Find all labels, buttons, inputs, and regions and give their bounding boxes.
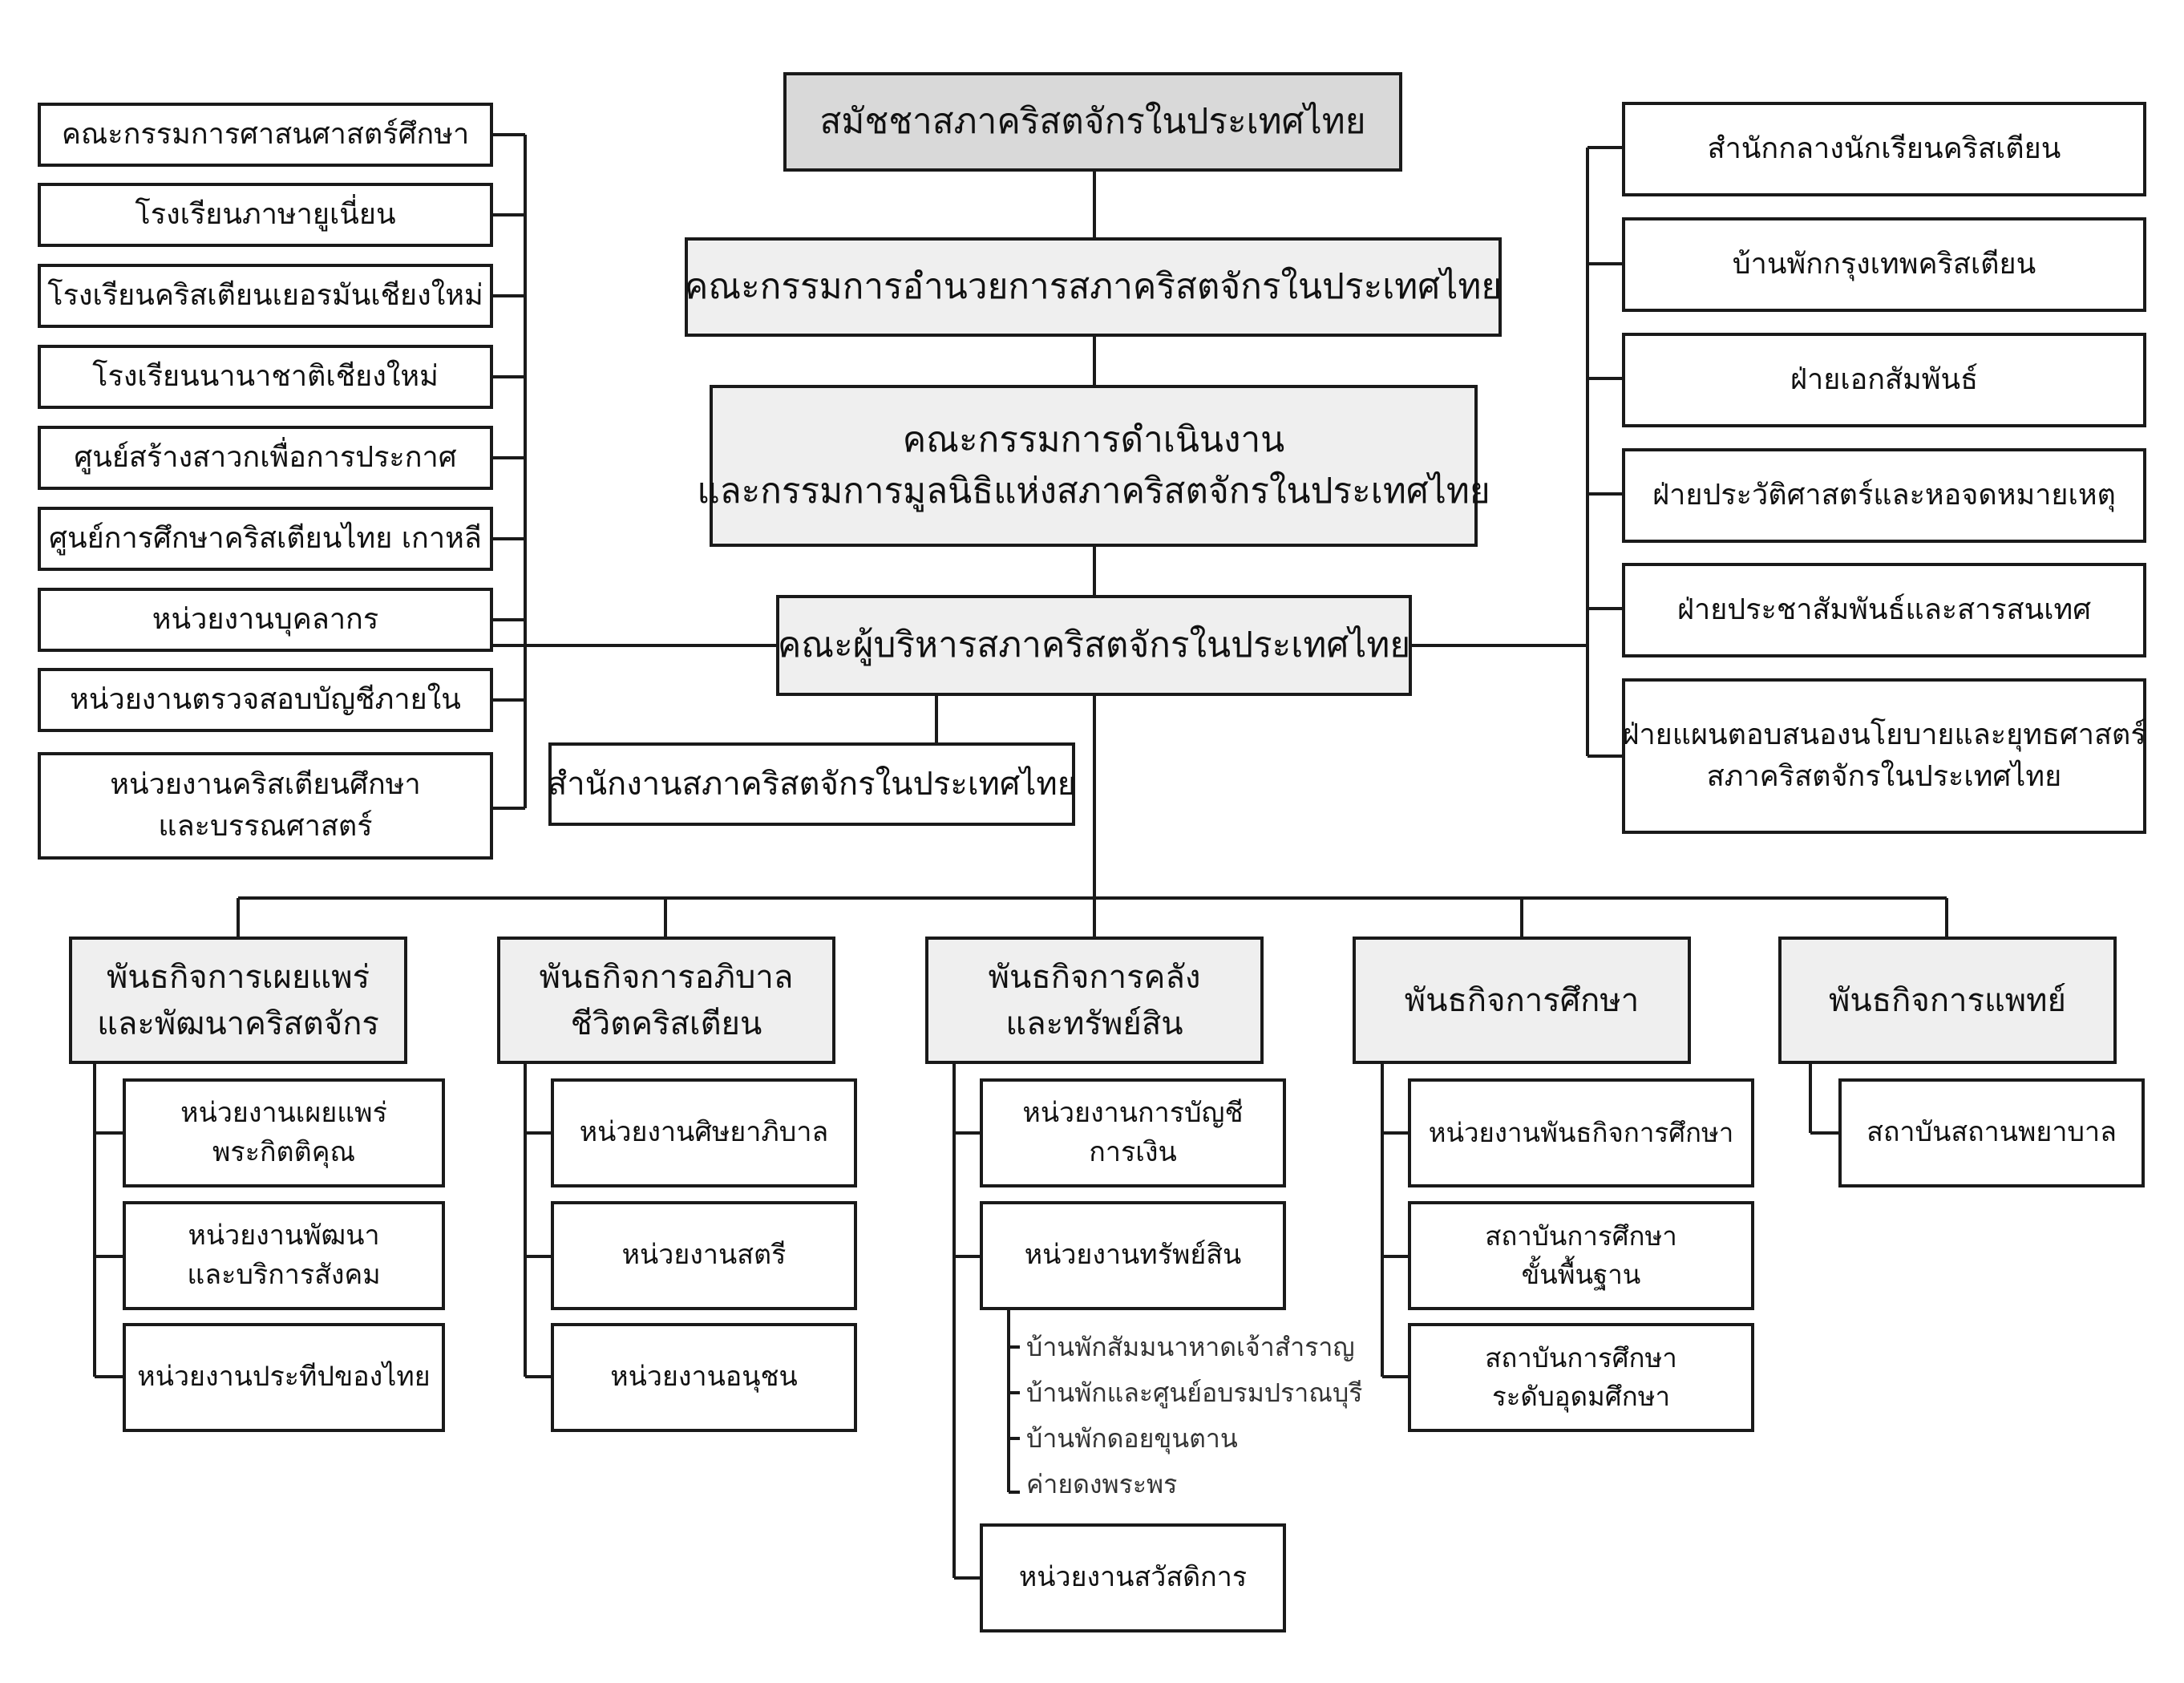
ministry-box: พันธกิจการคลัง และทรัพย์สิน xyxy=(925,937,1264,1064)
ministry-unit-label: สถาบันการศึกษา xyxy=(1485,1342,1677,1374)
ministry-box: พันธกิจการอภิบาล ชีวิตคริสเตียน xyxy=(497,937,835,1064)
office-box: สำนักงานสภาคริสตจักรในประเทศไทย xyxy=(547,742,1077,826)
ministry-unit-label: หน่วยงานพัฒนา xyxy=(188,1219,380,1252)
right-unit-label: ฝ่ายเอกสัมพันธ์ xyxy=(1790,362,1979,396)
executive-committee-line-2: และกรรมการมูลนิธิแห่งสภาคริสตจักรในประเท… xyxy=(697,471,1490,512)
ministry-unit-label: หน่วยงานอนุชน xyxy=(610,1361,798,1394)
board-of-directors-label: คณะกรรมการอำนวยการสภาคริสตจักรในประเทศไท… xyxy=(684,266,1503,308)
right-unit: บ้านพักกรุงเทพคริสเตียน xyxy=(1622,217,2146,312)
ministry-unit-label: หน่วยงานสตรี xyxy=(621,1239,787,1272)
ministry-label: พันธกิจการคลัง xyxy=(988,958,1201,996)
right-unit-label: สำนักกลางนักเรียนคริสเตียน xyxy=(1707,131,2061,165)
left-unit: ศูนย์การศึกษาคริสเตียนไทย เกาหลี xyxy=(38,507,493,571)
right-unit-label: ฝ่ายแผนตอบสนองนโยบายและยุทธศาสตร์ xyxy=(1622,718,2146,751)
property-subunit: บ้านพักสัมมนาหาดเจ้าสำราญ xyxy=(1026,1332,1355,1362)
ministry-box: พันธกิจการศึกษา xyxy=(1353,937,1691,1064)
right-unit: ฝ่ายเอกสัมพันธ์ xyxy=(1622,333,2146,427)
administrators-label: คณะผู้บริหารสภาคริสตจักรในประเทศไทย xyxy=(777,625,1411,666)
ministry-unit: หน่วยงานทรัพย์สิน xyxy=(980,1201,1286,1310)
left-unit: หน่วยงานคริสเตียนศึกษา และบรรณศาสตร์ xyxy=(38,752,493,860)
ministry-unit-label: พระกิตติคุณ xyxy=(212,1136,355,1168)
left-unit-label: หน่วยงานบุคลากร xyxy=(152,602,379,636)
ministry-unit-label: หน่วยงานสวัสดิการ xyxy=(1018,1561,1248,1594)
administrators-box: คณะผู้บริหารสภาคริสตจักรในประเทศไทย xyxy=(776,595,1412,696)
ministry-unit-label: หน่วยงานเผยแพร่ xyxy=(180,1096,387,1129)
ministry-unit-label: หน่วยงานการบัญชี xyxy=(1022,1096,1244,1129)
ministry-box: พันธกิจการแพทย์ xyxy=(1778,937,2117,1064)
ministry-unit-label: สถาบันการศึกษา xyxy=(1485,1220,1677,1252)
ministry-unit-label: หน่วยงานทรัพย์สิน xyxy=(1024,1239,1242,1272)
ministry-label: และพัฒนาคริสตจักร xyxy=(97,1005,379,1042)
ministry-unit-label: และบริการสังคม xyxy=(187,1259,381,1291)
executive-committee-box: คณะกรรมการดำเนินงาน และกรรมการมูลนิธิแห่… xyxy=(697,385,1490,547)
right-unit-label: สภาคริสตจักรในประเทศไทย xyxy=(1706,760,2062,793)
ministry-unit: หน่วยงานอนุชน xyxy=(551,1323,857,1432)
left-unit-label: และบรรณศาสตร์ xyxy=(158,810,373,843)
left-unit-label: หน่วยงานคริสเตียนศึกษา xyxy=(110,767,421,801)
property-subunit: บ้านพักดอยขุนตาน xyxy=(1026,1423,1238,1454)
right-unit: สำนักกลางนักเรียนคริสเตียน xyxy=(1622,102,2146,196)
ministry-unit: หน่วยงานศิษยาภิบาล xyxy=(551,1078,857,1187)
left-unit: ศูนย์สร้างสาวกเพื่อการประกาศ xyxy=(38,426,493,490)
left-unit-label: หน่วยงานตรวจสอบบัญชีภายใน xyxy=(70,682,461,716)
left-unit-label: โรงเรียนภาษายูเนี่ยน xyxy=(135,197,396,231)
ministry-label: พันธกิจการศึกษา xyxy=(1404,981,1640,1019)
assembly-label: สมัชชาสภาคริสตจักรในประเทศไทย xyxy=(819,101,1366,143)
ministry-label: และทรัพย์สิน xyxy=(1005,1005,1183,1042)
office-label: สำนักงานสภาคริสตจักรในประเทศไทย xyxy=(547,766,1077,803)
ministry-unit: หน่วยงานการบัญชี การเงิน xyxy=(980,1078,1286,1187)
ministry-unit: สถาบันการศึกษา ขั้นพื้นฐาน xyxy=(1408,1201,1754,1310)
ministry-label: ชีวิตคริสเตียน xyxy=(570,1005,762,1042)
ministry-unit: หน่วยงานสตรี xyxy=(551,1201,857,1310)
ministry-unit: หน่วยงานสวัสดิการ xyxy=(980,1523,1286,1632)
left-unit: คณะกรรมการศาสนศาสตร์ศึกษา xyxy=(38,103,493,167)
left-unit: โรงเรียนภาษายูเนี่ยน xyxy=(38,183,493,247)
assembly-box: สมัชชาสภาคริสตจักรในประเทศไทย xyxy=(783,72,1402,172)
ministry-unit: หน่วยงานเผยแพร่ พระกิตติคุณ xyxy=(123,1078,445,1187)
ministry-unit: สถาบันสถานพยาบาล xyxy=(1838,1078,2145,1187)
property-subunit: บ้านพักและศูนย์อบรมปราณบุรี xyxy=(1026,1378,1363,1408)
left-unit-label: ศูนย์สร้างสาวกเพื่อการประกาศ xyxy=(74,440,457,474)
ministry-unit: หน่วยงานพัฒนา และบริการสังคม xyxy=(123,1201,445,1310)
left-unit-label: โรงเรียนคริสเตียนเยอรมันเชียงใหม่ xyxy=(47,278,483,312)
left-unit-label: โรงเรียนนานาชาติเชียงใหม่ xyxy=(92,359,439,393)
ministry-unit-label: หน่วยงานพันธกิจการศึกษา xyxy=(1428,1117,1734,1149)
ministry-unit-label: สถาบันสถานพยาบาล xyxy=(1867,1116,2117,1149)
ministry-unit-label: การเงิน xyxy=(1089,1136,1177,1168)
executive-committee-line-1: คณะกรรมการดำเนินงาน xyxy=(902,419,1285,461)
ministry-unit-label: ขั้นพื้นฐาน xyxy=(1521,1259,1641,1290)
ministry-unit-label: ระดับอุดมศึกษา xyxy=(1491,1381,1671,1412)
left-unit: โรงเรียนคริสเตียนเยอรมันเชียงใหม่ xyxy=(38,264,493,328)
ministry-label: พันธกิจการแพทย์ xyxy=(1829,981,2066,1019)
ministry-label: พันธกิจการอภิบาล xyxy=(539,958,794,996)
left-unit-label: คณะกรรมการศาสนศาสตร์ศึกษา xyxy=(61,117,470,151)
property-subunit: ค่ายดงพระพร xyxy=(1026,1469,1178,1499)
left-unit: หน่วยงานบุคลากร xyxy=(38,588,493,652)
ministry-unit: หน่วยงานประทีปของไทย xyxy=(123,1323,445,1432)
ministry-label: พันธกิจการเผยแพร่ xyxy=(106,958,370,996)
right-unit-label: ฝ่ายประวัติศาสตร์และหอจดหมายเหตุ xyxy=(1652,478,2116,512)
right-unit-label: บ้านพักกรุงเทพคริสเตียน xyxy=(1732,247,2036,281)
ministry-unit-label: หน่วยงานศิษยาภิบาล xyxy=(579,1116,829,1149)
left-unit: โรงเรียนนานาชาติเชียงใหม่ xyxy=(38,345,493,409)
right-unit: ฝ่ายประวัติศาสตร์และหอจดหมายเหตุ xyxy=(1622,448,2146,543)
right-unit: ฝ่ายแผนตอบสนองนโยบายและยุทธศาสตร์ สภาคริ… xyxy=(1622,678,2146,834)
ministry-unit-label: หน่วยงานประทีปของไทย xyxy=(137,1361,431,1394)
right-unit-label: ฝ่ายประชาสัมพันธ์และสารสนเทศ xyxy=(1676,593,2092,626)
ministry-unit: หน่วยงานพันธกิจการศึกษา xyxy=(1408,1078,1754,1187)
right-unit: ฝ่ายประชาสัมพันธ์และสารสนเทศ xyxy=(1622,563,2146,657)
left-unit-label: ศูนย์การศึกษาคริสเตียนไทย เกาหลี xyxy=(49,521,482,555)
board-of-directors-box: คณะกรรมการอำนวยการสภาคริสตจักรในประเทศไท… xyxy=(685,237,1502,337)
left-unit: หน่วยงานตรวจสอบบัญชีภายใน xyxy=(38,668,493,732)
ministry-box: พันธกิจการเผยแพร่ และพัฒนาคริสตจักร xyxy=(69,937,407,1064)
ministry-unit: สถาบันการศึกษา ระดับอุดมศึกษา xyxy=(1408,1323,1754,1432)
